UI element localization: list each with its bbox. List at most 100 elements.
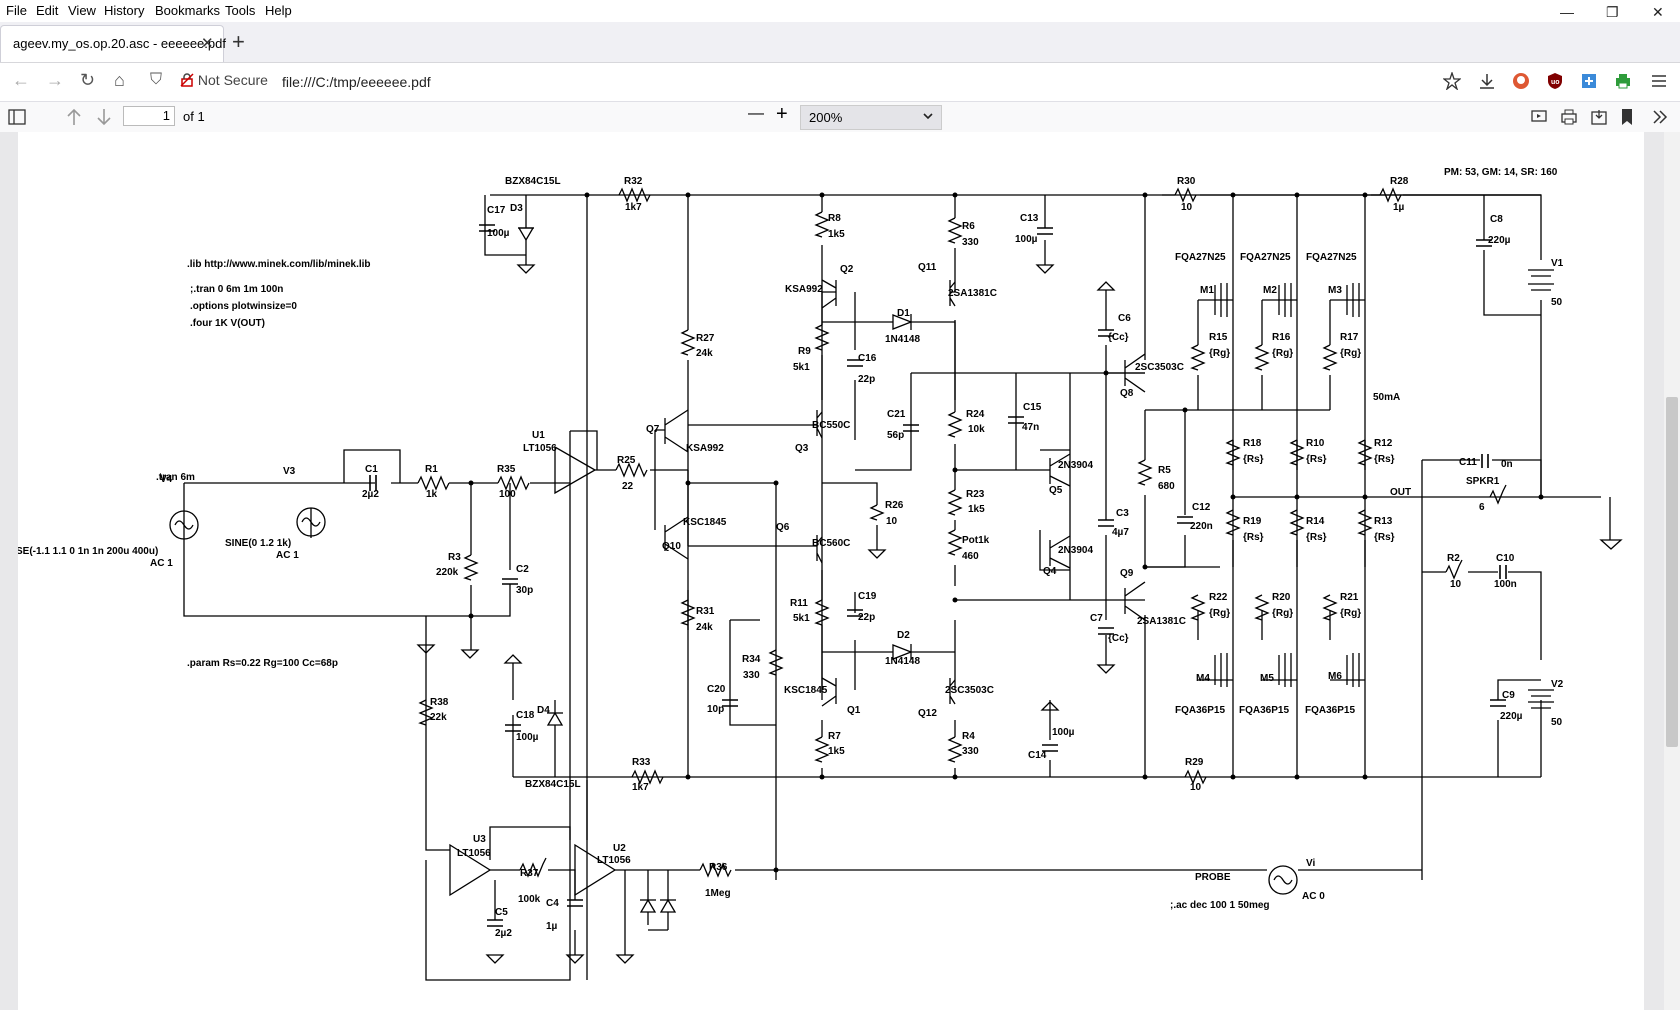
ublock-icon[interactable]: uo <box>1546 72 1564 90</box>
url-text[interactable]: file:///C:/tmp/eeeeee.pdf <box>282 74 431 90</box>
component-label: C9 <box>1502 690 1515 701</box>
component-label: 22k <box>430 712 447 723</box>
zoom-out-button[interactable]: — <box>748 105 764 122</box>
download-icon[interactable] <box>1478 72 1496 90</box>
component-label: C19 <box>858 591 877 602</box>
component-label: C2 <box>516 564 529 575</box>
component-label: R20 <box>1272 592 1291 603</box>
component-label: R30 <box>1177 176 1196 187</box>
component-label: R25 <box>617 455 636 466</box>
v3-ac: AC 1 <box>276 550 299 561</box>
menu-history[interactable]: History <box>104 3 145 18</box>
directive-lib: .lib http://www.minek.com/lib/minek.lib <box>187 259 371 270</box>
component-label: 330 <box>743 670 760 681</box>
menu-tools[interactable]: Tools <box>225 3 256 18</box>
component-label: D2 <box>897 630 910 641</box>
component-label: 10p <box>707 704 724 715</box>
component-label: Q1 <box>847 705 861 716</box>
hamburger-menu-icon[interactable] <box>1650 72 1668 90</box>
component-label: Q6 <box>776 522 790 533</box>
next-page-icon[interactable] <box>96 107 112 127</box>
component-label: 220µ <box>1500 711 1523 722</box>
duckduckgo-icon[interactable] <box>1512 72 1530 90</box>
component-label: C18 <box>516 710 535 721</box>
tab-close-icon[interactable]: ✕ <box>201 35 214 52</box>
sidebar-toggle-icon[interactable] <box>8 109 26 125</box>
component-label: C13 <box>1020 213 1039 224</box>
component-label: LT1056 <box>457 848 491 859</box>
v3-value: SINE(0 1.2 1k) <box>225 538 291 549</box>
print-extension-icon[interactable] <box>1614 72 1632 90</box>
not-secure-badge[interactable]: Not Secure <box>180 72 268 88</box>
extension-icon[interactable] <box>1580 72 1598 90</box>
component-label: C1 <box>365 464 378 475</box>
presentation-mode-icon[interactable] <box>1530 108 1548 126</box>
minimize-button[interactable]: — <box>1560 4 1574 20</box>
component-label: 680 <box>1158 481 1175 492</box>
restore-button[interactable]: ❐ <box>1606 4 1619 20</box>
zoom-in-button[interactable]: + <box>776 103 788 125</box>
bookmark-star-icon[interactable] <box>1443 72 1461 90</box>
component-label: BC560C <box>812 538 850 549</box>
capacitors <box>369 224 1507 927</box>
menu-help[interactable]: Help <box>265 3 292 18</box>
close-window-button[interactable]: ✕ <box>1652 4 1664 20</box>
resistors <box>417 187 1507 878</box>
component-label: 4µ7 <box>1112 527 1129 538</box>
component-label: C3 <box>1116 508 1129 519</box>
probe-label: PROBE <box>1195 872 1231 883</box>
component-label: R14 <box>1306 516 1325 527</box>
home-button[interactable]: ⌂ <box>114 70 125 90</box>
diodes <box>517 227 913 913</box>
component-label: M1 <box>1200 285 1214 296</box>
save-icon[interactable] <box>1590 108 1608 126</box>
component-label: R12 <box>1374 438 1393 449</box>
component-label: Pot1k <box>962 535 990 546</box>
tab-active[interactable]: ageev.my_os.op.20.asc - eeeeee.pdf ✕ <box>0 25 226 62</box>
component-label: Q4 <box>1043 566 1057 577</box>
menu-view[interactable]: View <box>68 3 96 18</box>
url-bar[interactable]: ⛉ Not Secure file:///C:/tmp/eeeeee.pdf <box>150 68 1450 96</box>
component-label: V3 <box>283 466 296 477</box>
print-icon[interactable] <box>1560 108 1578 126</box>
bookmark-icon[interactable] <box>1620 108 1634 126</box>
transistors <box>655 279 1360 707</box>
menu-bookmarks[interactable]: Bookmarks <box>155 3 221 18</box>
forward-button[interactable]: → <box>46 70 64 90</box>
param-directive: .param Rs=0.22 Rg=100 Cc=68p <box>187 658 338 669</box>
reload-button[interactable]: ↻ <box>80 70 96 90</box>
component-label: 100 <box>499 489 516 500</box>
component-label: U1 <box>532 430 545 441</box>
scrollbar[interactable] <box>1664 132 1680 1010</box>
back-button[interactable]: ← <box>12 70 30 90</box>
component-label: 5k1 <box>793 613 810 624</box>
component-label: 330 <box>962 746 979 757</box>
component-label: 100µ <box>1015 234 1038 245</box>
component-label: 2SA1381C <box>1137 616 1186 627</box>
page-number-input[interactable]: 1 <box>123 106 175 126</box>
component-label: 1Meg <box>705 888 731 899</box>
component-label: KSC1845 <box>784 685 828 696</box>
component-label: V4 <box>160 474 173 485</box>
new-tab-button[interactable]: + <box>232 29 245 54</box>
component-label: Q12 <box>918 708 937 719</box>
previous-page-icon[interactable] <box>66 107 82 127</box>
component-label: Vi <box>1306 858 1315 869</box>
zoom-select[interactable]: 200% <box>800 105 942 130</box>
ground-symbols <box>416 264 1116 964</box>
component-label: 1k7 <box>625 202 642 213</box>
component-label: FQA27N25 <box>1240 252 1291 263</box>
component-label: D1 <box>897 308 910 319</box>
shield-icon[interactable]: ⛉ <box>150 71 163 88</box>
tools-menu-icon[interactable] <box>1652 109 1668 125</box>
voltage-sources <box>169 269 1623 895</box>
lock-warning-icon <box>180 73 194 87</box>
tab-strip: ageev.my_os.op.20.asc - eeeeee.pdf ✕ + <box>0 22 1680 63</box>
component-label: R36 <box>709 862 728 873</box>
menu-file[interactable]: File <box>6 3 27 18</box>
component-label: C4 <box>546 898 559 909</box>
component-label: 1k5 <box>968 504 985 515</box>
menu-edit[interactable]: Edit <box>36 3 59 18</box>
scrollbar-thumb[interactable] <box>1666 397 1678 747</box>
